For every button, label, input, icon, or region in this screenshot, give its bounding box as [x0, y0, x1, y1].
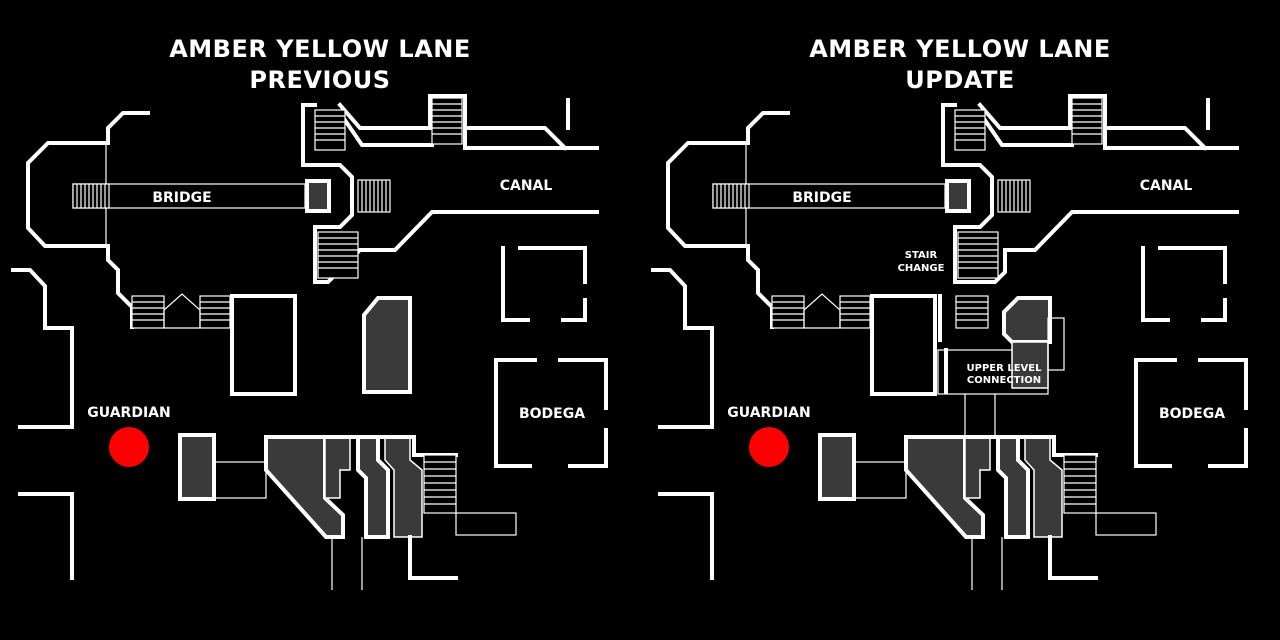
room-top-right-2: [501, 246, 530, 322]
stairs-top-1: [954, 109, 986, 151]
label-upper-level-line1: UPPER LEVEL: [967, 363, 1043, 374]
label-bridge: BRIDGE: [792, 190, 851, 206]
room-bodega-4: [1208, 428, 1248, 468]
wall-guardian-north: [11, 268, 74, 429]
title-line-1: AMBER YELLOW LANE: [169, 35, 471, 63]
wall-canal-north: [337, 94, 599, 150]
label-bridge: BRIDGE: [152, 190, 211, 206]
floor-plan-previous: BRIDGE CANAL GUARDIAN BODEGA: [11, 94, 608, 590]
room-bodega-2: [558, 358, 608, 410]
wall-canal-top: [1103, 126, 1208, 151]
stairs-changed: [955, 295, 989, 329]
block-central-right: [1002, 296, 1052, 344]
room-bodega-2: [1198, 358, 1248, 410]
room-top-right-1: [518, 246, 587, 284]
label-guardian: GUARDIAN: [87, 405, 170, 421]
label-bodega: BODEGA: [519, 406, 585, 422]
wall-canal-north: [977, 94, 1239, 150]
room-top-right-3: [561, 298, 587, 322]
ramp-bottom: [1095, 512, 1157, 536]
wall-guardian-south: [18, 492, 74, 580]
block-central-right: [362, 296, 412, 394]
guardian-marker: [109, 427, 149, 467]
block-bottom-2: [996, 435, 1030, 539]
bridge-end-block: [305, 179, 331, 213]
wall-canal-south: [953, 210, 1239, 284]
stairs-lower-left: [131, 293, 231, 329]
map-title-update: AMBER YELLOW LANE UPDATE: [640, 34, 1280, 96]
room-top-right-3: [1201, 298, 1227, 322]
room-top-right-1: [1158, 246, 1227, 284]
title-line-1: AMBER YELLOW LANE: [809, 35, 1111, 63]
label-canal: CANAL: [500, 178, 553, 194]
guardian-marker: [749, 427, 789, 467]
room-central: [230, 294, 297, 396]
block-bottom-2: [356, 435, 390, 539]
ramp-bottom: [455, 512, 517, 536]
stairs-top-2: [431, 97, 463, 145]
title-line-2: PREVIOUS: [249, 66, 391, 94]
bridge-stairs-left: [712, 183, 750, 209]
room-bodega-4: [568, 428, 608, 468]
stairs-bottom: [423, 454, 457, 514]
stairs-top-1: [314, 109, 346, 151]
corridor-bottom: [213, 461, 267, 499]
block-bottom-left: [818, 433, 856, 501]
bridge-stairs-left: [72, 183, 110, 209]
label-stair-change-line2: CHANGE: [898, 263, 945, 274]
stairs-lower-central: [957, 231, 999, 279]
wall-upper-left: [26, 111, 150, 329]
label-stair-change-line1: STAIR: [905, 250, 938, 261]
wall-upper-central: [301, 103, 354, 229]
map-panel-previous: AMBER YELLOW LANE PREVIOUS: [0, 34, 640, 590]
map-panel-update: AMBER YELLOW LANE UPDATE: [640, 0, 1280, 640]
wall-bottom-bottom: [1048, 535, 1098, 580]
floor-plan-update: BRIDGE CANAL GUARDIAN BODEGA STAIR CHANG…: [651, 94, 1248, 590]
corridor-bottom: [853, 461, 907, 499]
room-top-right-2: [1141, 246, 1170, 322]
map-title-previous: AMBER YELLOW LANE PREVIOUS: [0, 34, 640, 96]
wall-canal-top: [463, 126, 568, 151]
block-bottom-left: [178, 433, 216, 501]
wall-upper-inner: [977, 110, 1074, 147]
room-bodega-3: [494, 358, 532, 468]
stairs-lower-central: [317, 231, 359, 279]
title-line-2: UPDATE: [905, 66, 1015, 94]
label-upper-level-line2: CONNECTION: [967, 375, 1041, 386]
room-bodega-3: [1134, 358, 1172, 468]
wall-guardian-north: [651, 268, 714, 429]
stairs-bottom: [1063, 454, 1097, 514]
wall-upper-central: [941, 103, 994, 229]
stairs-top-2: [1071, 97, 1103, 145]
stairs-bridge-right: [357, 179, 391, 213]
wall-canal-south: [313, 210, 599, 284]
stairs-bridge-right: [997, 179, 1031, 213]
label-bodega: BODEGA: [1159, 406, 1225, 422]
wall-upper-left: [666, 111, 790, 329]
room-central: [870, 294, 937, 396]
label-guardian: GUARDIAN: [727, 405, 810, 421]
wall-upper-inner: [337, 110, 434, 147]
stairs-lower-left: [771, 293, 871, 329]
wall-bottom-bottom: [408, 535, 458, 580]
wall-guardian-south: [658, 492, 714, 580]
label-canal: CANAL: [1140, 178, 1193, 194]
bridge-end-block: [945, 179, 971, 213]
